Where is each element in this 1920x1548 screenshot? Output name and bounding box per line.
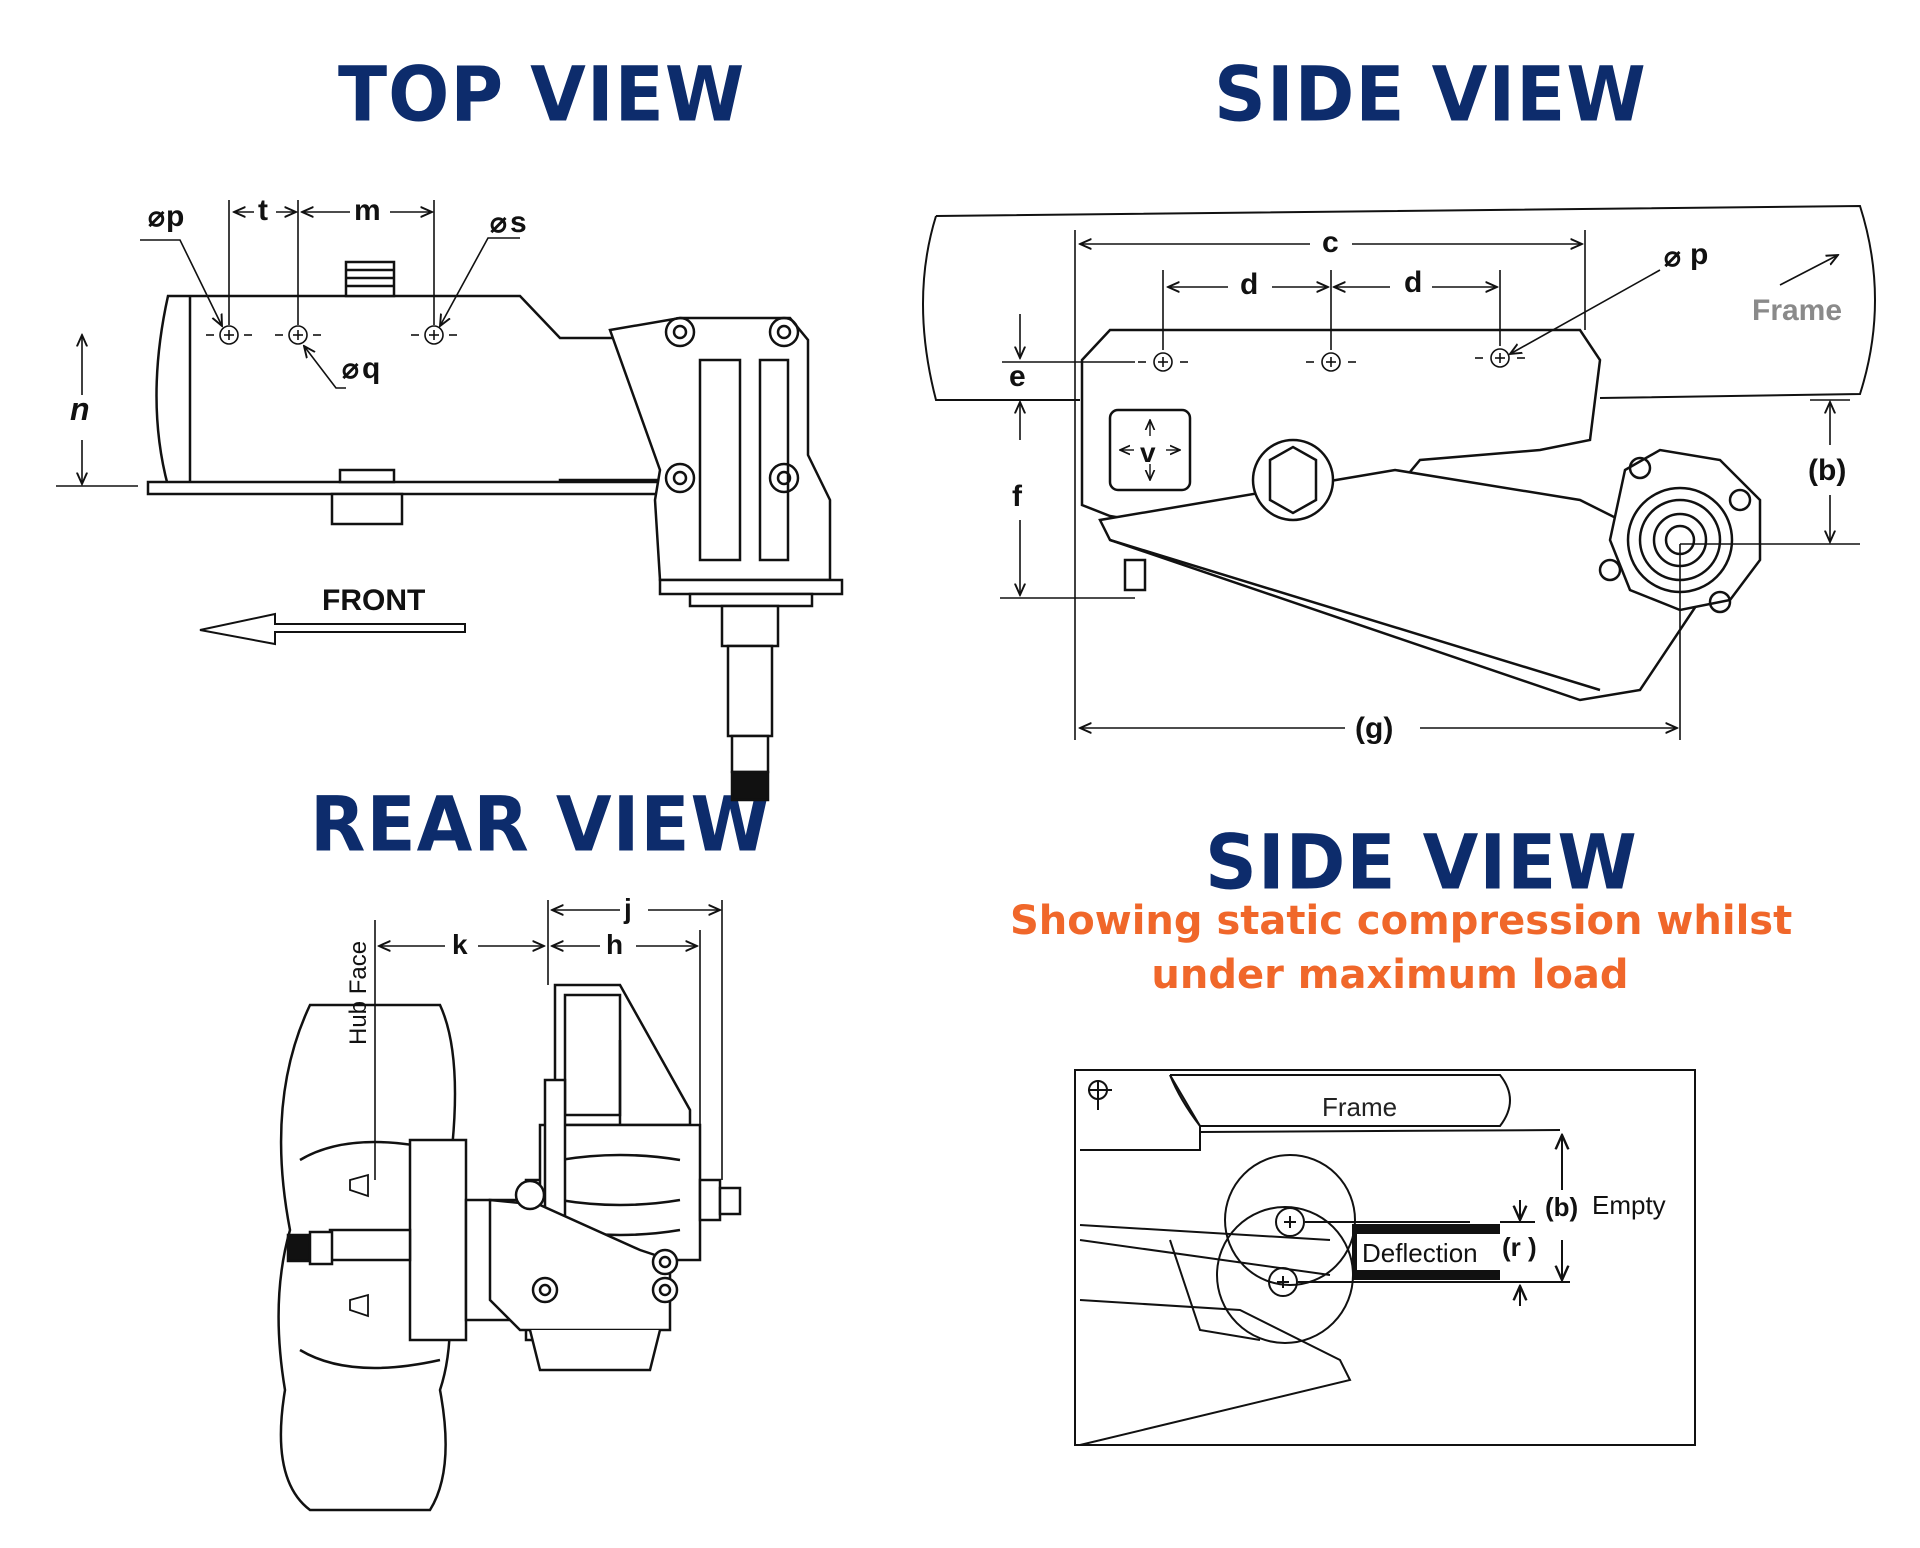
subtitle-line-1: Showing static compression whilst [1010,898,1793,944]
label-q: q [362,352,380,385]
label-p: p [166,200,184,233]
svg-text:⌀: ⌀ [148,201,165,232]
side-view-heading: SIDE VIEW [1214,49,1647,139]
label-c: c [1322,226,1339,259]
label-b-2: (b) [1545,1192,1578,1222]
side-view-2-heading: SIDE VIEW [1205,817,1638,907]
label-v: v [1140,437,1156,468]
top-view-heading: TOP VIEW [338,49,746,139]
label-t: t [258,194,268,227]
label-r: (r ) [1502,1232,1537,1262]
deflection-view-labels: Frame (b) Empty Deflection (r ) [1322,1092,1666,1268]
label-e: e [1009,360,1026,393]
label-s: s [510,206,527,239]
side-view-drawing [922,204,1876,740]
label-frame-2: Frame [1322,1092,1397,1122]
deflection-view-drawing [1074,1069,1696,1446]
label-m: m [354,194,381,227]
label-deflection: Deflection [1362,1238,1478,1268]
top-view-labels: ⌀ p t m ⌀ s ⌀ q n FRONT [70,194,527,617]
label-n: n [70,391,90,427]
svg-text:⌀: ⌀ [490,207,507,238]
label-k: k [452,929,468,960]
label-hub-face: Hub Face [345,941,372,1045]
label-f: f [1012,480,1023,513]
label-d1: d [1240,268,1258,301]
side-view-labels: c d d ⌀ p Frame e f v (b) (g) [1009,226,1846,745]
label-front: FRONT [322,584,425,617]
label-empty: Empty [1592,1190,1666,1220]
top-view-drawing [56,200,844,802]
label-g: (g) [1355,712,1393,745]
subtitle-line-2: under maximum load [1151,952,1629,998]
svg-text:⌀: ⌀ [342,353,359,384]
rear-view-drawing [277,900,742,1512]
label-b: (b) [1808,454,1846,487]
label-j: j [623,893,632,924]
rear-view-heading: REAR VIEW [310,779,771,869]
label-h: h [606,929,623,960]
rear-view-labels: j k h Hub Face [345,893,632,1045]
svg-text:⌀: ⌀ [1664,241,1681,272]
label-p: p [1690,238,1708,271]
label-frame: Frame [1752,294,1842,327]
label-d2: d [1404,266,1422,299]
